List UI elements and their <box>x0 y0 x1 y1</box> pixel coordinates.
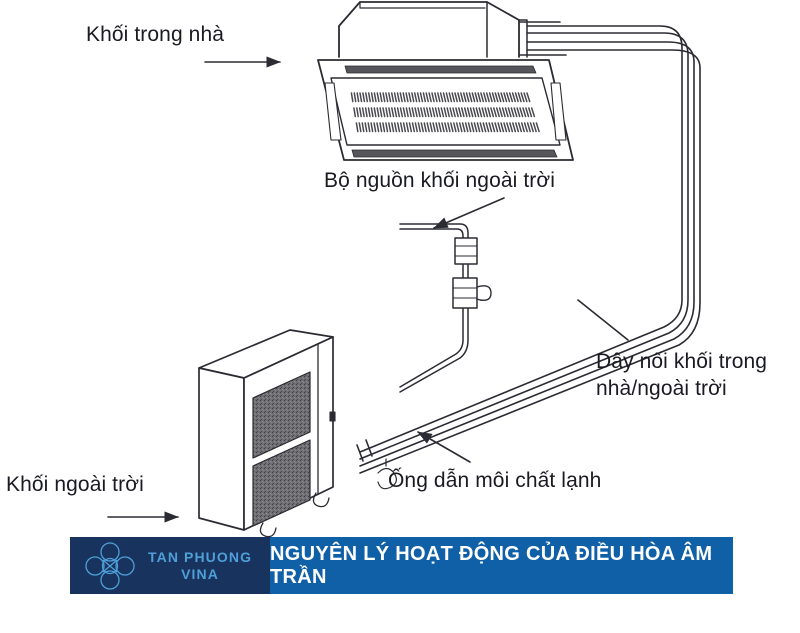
label-indoor-unit: Khối trong nhà <box>86 23 225 46</box>
arrow-power-box <box>433 197 505 229</box>
leader-connecting-wire <box>577 299 629 341</box>
label-connecting-wire-line2: nhà/ngoài trời <box>596 377 727 400</box>
arrow-refrigerant-pipe <box>417 431 471 463</box>
brand-name: TAN PHUONG VINA <box>148 549 252 583</box>
ceiling-cassette-indoor-unit <box>317 1 574 161</box>
brand-name-line1: TAN PHUONG <box>148 548 253 565</box>
cassette-grille <box>350 92 540 133</box>
brand-banner: TAN PHUONG VINA NGUYÊN LÝ HOẠT ĐỘNG CỦA … <box>70 537 733 594</box>
label-connecting-wire: Dây nối khối trong nhà/ngoài trời <box>596 348 800 402</box>
label-refrigerant-pipe: Ống dẫn môi chất lạnh <box>388 469 602 492</box>
brand-name-line2: VINA <box>181 565 219 582</box>
outdoor-condenser-unit <box>198 329 397 538</box>
logo-block: TAN PHUONG VINA <box>70 537 270 594</box>
four-circle-flower-logo <box>85 541 135 590</box>
banner-title: NGUYÊN LÝ HOẠT ĐỘNG CỦA ĐIỀU HÒA ÂM TRẦN <box>270 542 713 588</box>
label-outdoor-power-box: Bộ nguồn khối ngoài trời <box>324 169 555 192</box>
leader-arrows <box>107 56 629 523</box>
label-outdoor-unit: Khối ngoài trời <box>6 473 144 496</box>
label-connecting-wire-line1: Dây nối khối trong <box>596 350 768 373</box>
outdoor-power-supply-box <box>452 237 492 309</box>
